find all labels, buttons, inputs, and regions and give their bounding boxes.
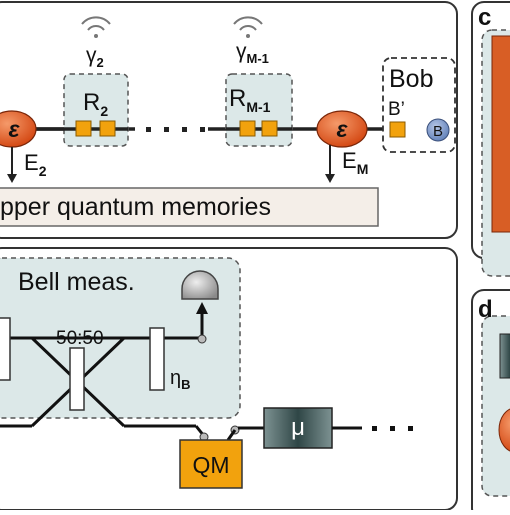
memories-caption-box [0,187,379,227]
beamsplitter-label: 50:50 [56,328,104,349]
mu-ellipsis [372,426,413,431]
repeater-label-left: R2 [83,89,108,119]
connector-dot-top [197,334,207,344]
swap-symbol-left: ε [8,116,20,142]
qm-box [179,439,243,489]
panel-d-label: d [478,296,493,323]
output-arrow-left [7,147,17,183]
swap-symbol-right: ε [336,116,348,142]
gamma-right-label: γM-1 [236,40,269,66]
emission-icon-right [233,16,263,38]
detector-icon [181,270,219,300]
top-panel: γ2 γM-1 R2 RM-1 Bob B’ B [0,1,458,239]
mu-label: μ [291,414,305,441]
memories-caption: pper quantum memories [0,193,271,221]
swap-operator-right [316,110,368,148]
beamsplitter [69,347,85,411]
output-label-right: EM [342,148,368,177]
detector-arrow [196,302,208,335]
bell-title: Bell meas. [18,268,135,296]
panel-c: c [471,1,510,277]
memory-r2-b-top [99,120,116,137]
emission-icon-left [81,16,111,38]
panel-d: d [471,289,510,515]
gamma-left-label: γ2 [86,44,104,70]
memory-r2-a-top [75,120,92,137]
bottom-panel: Bell meas. 50:50 ηB QM [0,247,458,511]
panel-c-label: c [478,4,491,31]
output-label-left: E2 [24,150,47,179]
qm-mu-link [226,429,237,441]
bob-memory [389,121,406,138]
panel-d-mu-block [499,333,510,379]
bob-memory-label: B’ [388,99,405,120]
panel-d-frame [471,289,510,515]
memory-rm1-b [261,120,278,137]
panel-d-swap-operator [498,408,510,452]
efficiency-label: ηB [170,367,191,392]
memory-rm1-a [239,120,256,137]
bob-qubit [426,118,450,142]
qm-label: QM [192,452,229,478]
bob-qubit-label: B [433,123,443,140]
repeater-label-right: RM-1 [229,85,271,115]
mu-box [263,407,333,449]
bob-label: Bob [389,65,433,93]
panel-c-orange-block [491,35,510,233]
output-arrow-right [325,145,335,183]
loss-element [149,327,165,391]
top-panel-frame [0,1,458,239]
optical-element-left [0,317,11,381]
chain-ellipsis [146,127,205,132]
